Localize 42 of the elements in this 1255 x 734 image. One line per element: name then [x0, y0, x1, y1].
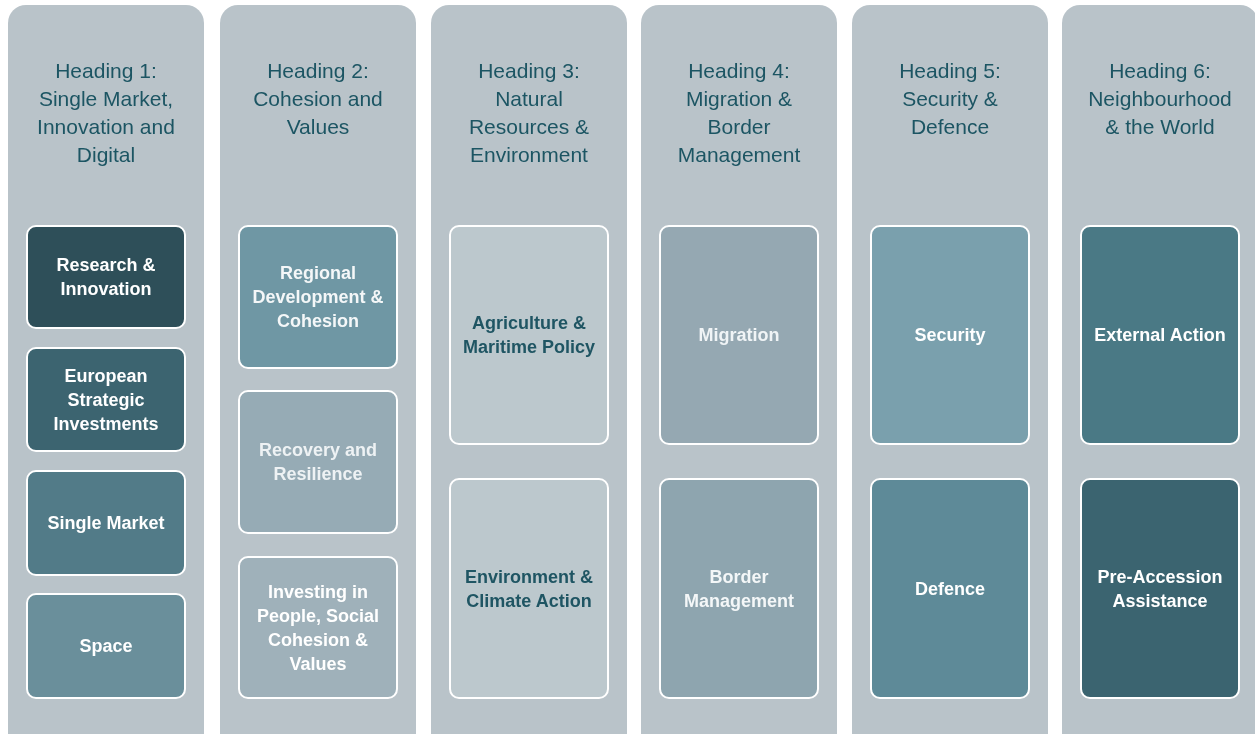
- category-box: [449, 225, 609, 445]
- box-label: Pre-Accession Assistance: [1096, 565, 1224, 613]
- box-label: Migration: [698, 324, 780, 347]
- column-heading: Heading 5: Security & Defence: [898, 58, 1002, 140]
- column-panel: [1062, 5, 1255, 734]
- column-heading: Heading 6: Neighbourhood & the World: [1087, 58, 1233, 140]
- box-label: Space: [79, 635, 133, 658]
- category-box: [870, 478, 1030, 699]
- category-box: [238, 225, 398, 369]
- column-panel: [220, 5, 416, 734]
- category-box: [659, 478, 819, 699]
- column-panel: [852, 5, 1048, 734]
- category-box: [26, 347, 186, 452]
- category-box: [1080, 478, 1240, 699]
- box-label: Single Market: [47, 512, 165, 535]
- box-label: Research & Innovation: [55, 254, 157, 301]
- box-label: Investing in People, Social Cohesion & Values: [255, 580, 380, 676]
- category-box: [238, 390, 398, 534]
- column-panel: [8, 5, 204, 734]
- category-box: [659, 225, 819, 445]
- box-label: External Action: [1094, 324, 1226, 347]
- category-box: [26, 225, 186, 329]
- column-heading: Heading 2: Cohesion and Values: [252, 58, 384, 140]
- column-heading: Heading 3: Natural Resources & Environment: [467, 58, 591, 168]
- box-label: Security: [914, 324, 986, 347]
- category-box: [1080, 225, 1240, 445]
- column-panel: [641, 5, 837, 734]
- column-heading: Heading 4: Migration & Border Management: [676, 58, 802, 168]
- box-label: Border Management: [683, 565, 795, 613]
- category-box: [26, 593, 186, 699]
- category-box: [449, 478, 609, 699]
- box-label: Environment & Climate Action: [464, 565, 594, 613]
- column-panel: [431, 5, 627, 734]
- box-label: Agriculture & Maritime Policy: [461, 312, 596, 359]
- box-label: Recovery and Resilience: [257, 439, 379, 486]
- category-box: [238, 556, 398, 699]
- column-heading: Heading 1: Single Market, Innovation and Digital: [36, 58, 176, 168]
- box-label: Regional Development & Cohesion: [251, 262, 385, 333]
- box-label: Defence: [915, 577, 985, 601]
- box-label: European Strategic Investments: [52, 364, 160, 436]
- category-box: [26, 470, 186, 576]
- category-box: [870, 225, 1030, 445]
